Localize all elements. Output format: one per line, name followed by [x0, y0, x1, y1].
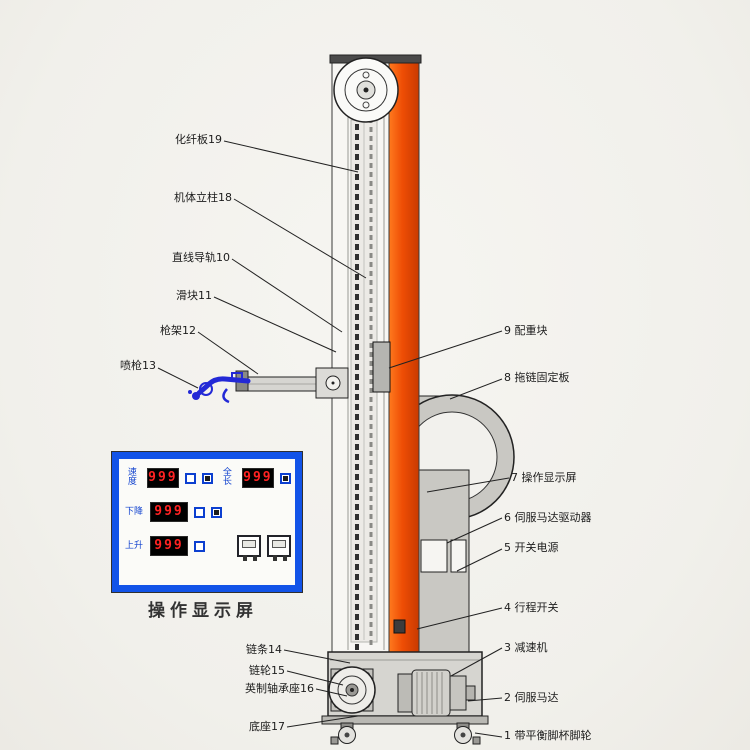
part-label-8: 8 拖链固定板 — [504, 371, 570, 384]
panel-button[interactable] — [280, 472, 291, 484]
panel-row1-display2: 999 — [241, 468, 274, 488]
panel-caption: 操作显示屏 — [148, 601, 258, 621]
counterweight-block — [372, 341, 391, 393]
spray-gun — [188, 372, 251, 404]
caster-left — [330, 722, 356, 745]
panel-row-3: 上升 999 — [124, 535, 291, 561]
part-label-5: 5 开关电源 — [504, 541, 559, 554]
part-label-11: 滑块11 — [176, 289, 212, 302]
servo-driver-box — [420, 539, 448, 573]
part-label-9: 9 配重块 — [504, 324, 548, 337]
part-label-7: 7 操作显示屏 — [511, 471, 577, 484]
panel-button[interactable] — [194, 540, 205, 552]
panel-row-2: 下降 999 — [124, 501, 291, 523]
part-label-10: 直线导轨10 — [172, 251, 230, 264]
part-label-16: 英制轴承座16 — [245, 682, 314, 695]
part-label-18: 机体立柱18 — [174, 191, 232, 204]
column-orange-face — [388, 56, 420, 653]
part-label-3: 3 减速机 — [504, 641, 548, 654]
panel-button[interactable] — [202, 472, 213, 484]
control-panel: 速度 999 全长 999 下降 999 上升 999 — [112, 452, 302, 592]
part-label-6: 6 伺服马达驱动器 — [504, 511, 592, 524]
part-label-1: 1 带平衡脚杯脚轮 — [504, 729, 592, 742]
bottom-sprocket — [328, 666, 376, 714]
panel-row2-display: 999 — [150, 502, 188, 522]
part-label-19: 化纤板19 — [175, 133, 222, 146]
panel-row3-label: 上升 — [124, 540, 143, 551]
drag-chain-housing — [389, 394, 515, 653]
panel-button[interactable] — [185, 472, 196, 484]
panel-row-1: 速度 999 全长 999 — [124, 467, 291, 489]
part-label-15: 链轮15 — [249, 664, 285, 677]
gear-reducer — [397, 673, 413, 713]
top-sprocket — [333, 57, 399, 123]
gun-arm — [235, 367, 349, 399]
part-label-13: 喷枪13 — [120, 359, 156, 372]
panel-button[interactable] — [194, 506, 205, 518]
panel-row1-label: 速度 — [127, 468, 137, 487]
panel-row1-label2: 全长 — [222, 468, 232, 487]
part-label-2: 2 伺服马达 — [504, 691, 559, 704]
machine-base — [321, 651, 489, 745]
travel-switch — [393, 619, 406, 634]
power-supply-box — [450, 539, 467, 573]
part-label-12: 枪架12 — [160, 324, 196, 337]
panel-button[interactable] — [211, 506, 222, 518]
panel-connector — [237, 535, 261, 561]
servo-motor — [411, 669, 476, 717]
part-label-4: 4 行程开关 — [504, 601, 559, 614]
leader-lines — [157, 140, 510, 738]
chain — [355, 64, 373, 668]
caster-right — [454, 722, 481, 745]
panel-row1-display: 999 — [146, 468, 179, 488]
part-label-14: 链条14 — [246, 643, 282, 656]
panel-row2-label: 下降 — [124, 506, 143, 517]
panel-connector — [267, 535, 291, 561]
part-label-17: 底座17 — [249, 720, 285, 733]
panel-row3-display: 999 — [150, 536, 188, 556]
